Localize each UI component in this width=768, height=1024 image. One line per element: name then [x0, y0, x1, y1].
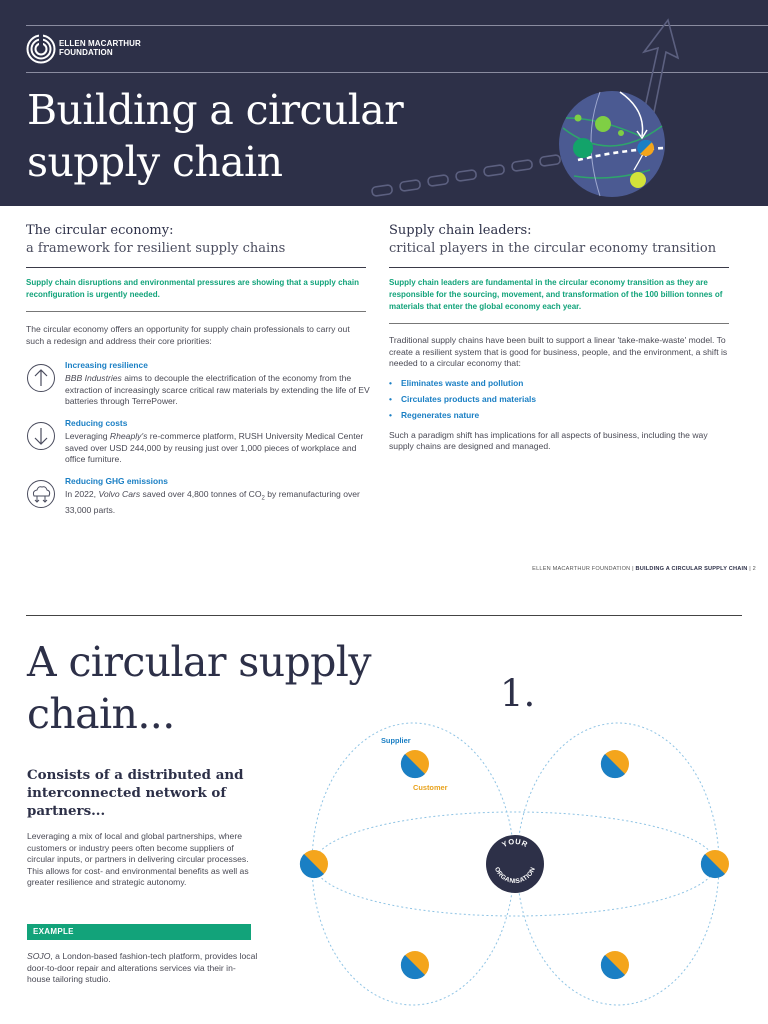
supply-chain-leaders-column: Supply chain leaders: critical players i…	[389, 222, 733, 453]
co2-subscript: 2	[261, 495, 265, 502]
right-divider-2	[389, 323, 729, 324]
arrow-down-circle-icon	[27, 422, 55, 450]
partner-node	[299, 850, 328, 879]
right-heading: Supply chain leaders:	[389, 223, 532, 238]
priority-text: Leveraging Rheaply's re-commerce platfor…	[65, 431, 371, 466]
logo-line-2: FOUNDATION	[59, 48, 113, 57]
example-desc: , a London-based fashion-tech platform, …	[27, 951, 258, 985]
foundation-logo-icon	[26, 34, 56, 64]
partner-node	[600, 951, 629, 980]
partner-node	[400, 951, 429, 980]
foundation-logo[interactable]: ELLEN MACARTHUR FOUNDATION	[26, 34, 141, 64]
right-divider	[389, 267, 729, 268]
partner-node	[700, 850, 729, 879]
circular-economy-column: The circular economy: a framework for re…	[26, 222, 370, 347]
left-subheading: a framework for resilient supply chains	[26, 241, 286, 256]
right-intro-text: Traditional supply chains have been buil…	[389, 335, 728, 369]
footer-org: ELLEN MACARTHUR FOUNDATION	[532, 566, 631, 572]
company-name: SOJO	[27, 951, 51, 961]
right-lead-text: Supply chain leaders are fundamental in …	[389, 278, 723, 311]
page2-body-text: Leveraging a mix of local and global par…	[27, 831, 249, 888]
left-divider	[26, 267, 366, 268]
priority-desc: saved over 4,800 tonnes of CO	[140, 489, 262, 499]
logo-wordmark: ELLEN MACARTHUR FOUNDATION	[59, 40, 141, 57]
footer-sep: |	[630, 566, 636, 572]
circular-globe-illustration	[371, 18, 680, 197]
left-heading: The circular economy:	[26, 223, 174, 238]
priority-title: Reducing costs	[65, 418, 128, 428]
list-item: Regenerates nature	[389, 409, 733, 421]
left-intro-text: The circular economy offers an opportuni…	[26, 324, 350, 346]
right-subheading: critical players in the circular economy…	[389, 241, 717, 256]
left-divider-2	[26, 311, 366, 312]
priority-desc: aims to decouple the electrification of …	[65, 373, 370, 407]
header-banner: ELLEN MACARTHUR FOUNDATION Building a ci…	[0, 0, 768, 206]
left-lead-text: Supply chain disruptions and environment…	[26, 278, 359, 299]
company-name: BBB Industries	[65, 373, 122, 383]
priority-title: Increasing resilience	[65, 360, 148, 370]
priority-desc-2: by remanufacturing over 33,000 parts.	[65, 489, 360, 516]
header-bottom-rule	[26, 72, 768, 73]
logo-line-1: ELLEN MACARTHUR	[59, 39, 141, 49]
page-title: Building a circular supply chain	[27, 86, 404, 186]
list-item: Circulates products and materials	[389, 393, 733, 405]
page2-title: A circular supply chain...	[27, 638, 371, 738]
priority-pre: In 2022,	[65, 489, 99, 499]
partner-network-diagram: YOUR ORGANISATION	[299, 722, 729, 1006]
partner-node	[400, 750, 429, 779]
footer-doc-title: BUILDING A CIRCULAR SUPPLY CHAIN	[635, 566, 748, 572]
priority-text: In 2022, Volvo Cars saved over 4,800 ton…	[65, 489, 371, 517]
right-outro-text: Such a paradigm shift has implications f…	[389, 429, 708, 452]
footer-page-number: | 2	[747, 566, 756, 572]
page-footer: ELLEN MACARTHUR FOUNDATION | BUILDING A …	[532, 566, 756, 572]
your-organisation-hub	[486, 835, 544, 893]
company-name: Volvo Cars	[98, 489, 141, 499]
page2-top-rule	[26, 615, 742, 616]
customer-label: Customer	[413, 783, 448, 792]
page2-step-number: 1.	[500, 672, 536, 715]
company-name: Rheaply's	[109, 431, 148, 441]
example-label: EXAMPLE	[27, 924, 251, 940]
page2-subheading: Consists of a distributed and interconne…	[27, 767, 244, 819]
priority-text: BBB Industries aims to decouple the elec…	[65, 373, 371, 408]
priority-desc: re-commerce platform, RUSH University Me…	[65, 431, 364, 465]
priority-title: Reducing GHG emissions	[65, 476, 168, 486]
priority-pre: Leveraging	[65, 431, 110, 441]
arrow-up-circle-icon	[27, 364, 55, 392]
supplier-label: Supplier	[381, 736, 411, 745]
partner-node	[600, 750, 629, 779]
header-top-rule	[26, 25, 768, 26]
cloud-down-icon	[27, 480, 55, 508]
list-item: Eliminates waste and pollution	[389, 377, 733, 389]
page2-example-text: SOJO, a London-based fashion-tech platfo…	[27, 951, 259, 986]
circular-principles-list: Eliminates waste and pollution Circulate…	[389, 377, 733, 421]
